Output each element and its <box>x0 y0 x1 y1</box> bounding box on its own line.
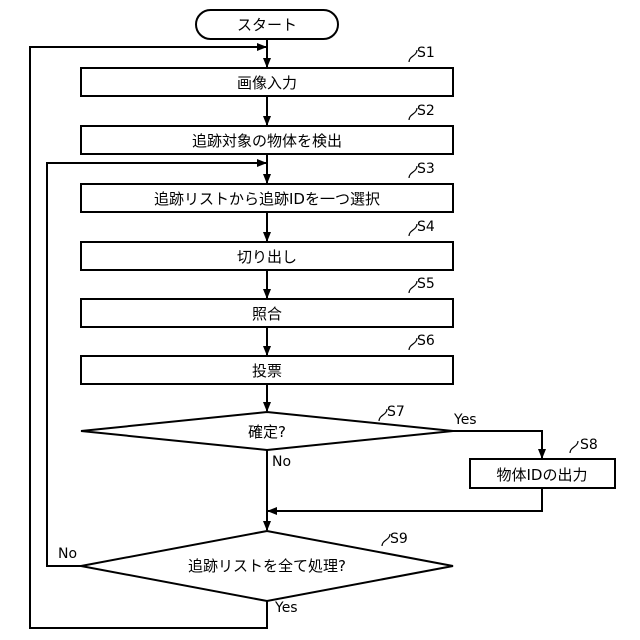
decision-s7-yes: Yes <box>453 412 477 428</box>
arrow-s7-yes-s8 <box>453 431 542 458</box>
arrow-s8-merge <box>268 488 542 511</box>
step-s2-leader <box>409 108 417 120</box>
step-s2-label: 追跡対象の物体を検出 <box>192 132 342 150</box>
output-s8-id: S8 <box>580 437 598 453</box>
step-s3-leader <box>409 166 417 178</box>
decision-s9-leader <box>382 534 390 546</box>
output-s8-label: 物体IDの出力 <box>497 466 588 484</box>
step-s4-id: S4 <box>417 219 435 235</box>
step-s3-label: 追跡リストから追跡IDを一つ選択 <box>154 190 380 208</box>
step-s1-id: S1 <box>417 45 435 61</box>
start-label: スタート <box>237 16 297 34</box>
decision-s9-label: 追跡リストを全て処理? <box>188 557 346 575</box>
step-s6-id: S6 <box>417 333 435 349</box>
decision-s7-no: No <box>272 454 291 470</box>
decision-s7-label: 確定? <box>248 423 286 441</box>
decision-s9-yes: Yes <box>274 600 298 616</box>
decision-s9: 追跡リストを全て処理? S9 No Yes <box>58 531 453 616</box>
step-s6-leader <box>409 338 417 350</box>
step-s5-leader <box>409 281 417 293</box>
decision-s9-no: No <box>58 546 77 562</box>
decision-s7-leader <box>379 409 387 421</box>
step-s1-leader <box>409 50 417 62</box>
start-terminal: スタート <box>196 10 338 39</box>
step-s3-id: S3 <box>417 161 435 177</box>
step-s6-label: 投票 <box>252 362 282 380</box>
step-s2-id: S2 <box>417 103 435 119</box>
step-s1-label: 画像入力 <box>237 74 297 92</box>
step-s4-label: 切り出し <box>237 248 297 266</box>
decision-s7-id: S7 <box>387 404 405 420</box>
step-s5-label: 照合 <box>252 305 282 323</box>
decision-s7: 確定? S7 Yes No <box>81 404 477 470</box>
decision-s9-id: S9 <box>390 531 408 547</box>
step-s5-id: S5 <box>417 276 435 292</box>
output-s8-leader <box>570 441 578 453</box>
step-s4-leader <box>409 224 417 236</box>
